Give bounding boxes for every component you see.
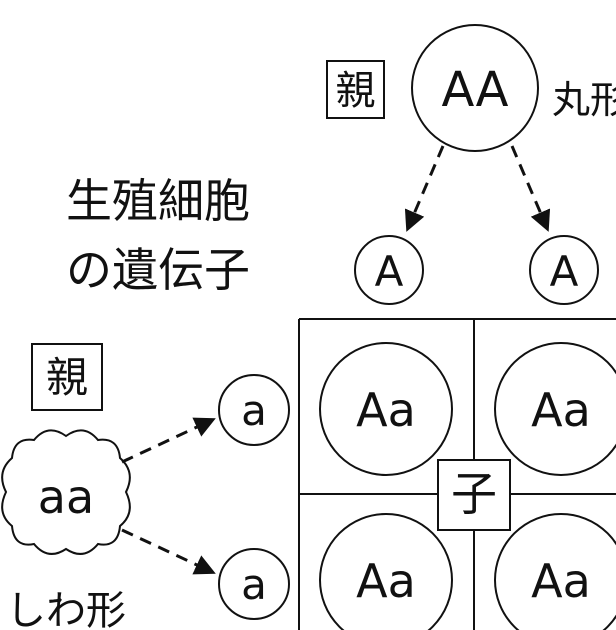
gamete-left-1-label: a [241, 386, 267, 435]
gamete-top-1-label: A [375, 247, 404, 296]
gamete-left-2-label: a [241, 560, 267, 609]
parent-left: 親 aa しわ形 [1, 343, 131, 630]
offspring-4-label: Aa [531, 554, 591, 608]
offspring-1-label: Aa [356, 383, 416, 437]
gamete-top-1: A [354, 235, 424, 305]
offspring-3-label: Aa [356, 554, 416, 608]
parent-left-phenotype: しわ形 [6, 588, 126, 630]
parent-top-genotype: AA [441, 62, 508, 118]
gamete-caption-line1: 生殖細胞 [66, 174, 250, 228]
parent-left-genotype: aa [38, 470, 94, 524]
gamete-top-2-label: A [550, 247, 579, 296]
parent-top-phenotype: 丸形 [552, 78, 616, 122]
gamete-top-2: A [529, 235, 599, 305]
arrow-left-lower [121, 528, 216, 575]
gamete-top-2-circle [529, 235, 599, 305]
parent-left-tag-box [31, 343, 103, 411]
offspring-4: Aa [494, 513, 616, 630]
parent-top-circle [411, 24, 539, 152]
gamete-left-2-circle [218, 548, 290, 620]
gamete-left-1: a [218, 374, 290, 446]
offspring-tag-box [437, 459, 511, 531]
offspring-3-circle [319, 513, 453, 630]
offspring-1: Aa [319, 342, 453, 476]
parent-top-tag-box [326, 60, 385, 119]
arrow-top-left [404, 145, 445, 232]
offspring-2: Aa [494, 342, 616, 476]
offspring-tag-label: 子 [451, 467, 497, 521]
offspring-4-circle [494, 513, 616, 630]
offspring-3: Aa [319, 513, 453, 630]
arrow-top-right [510, 145, 551, 232]
parent-top-tag: 親 [336, 68, 376, 114]
offspring-2-label: Aa [531, 383, 591, 437]
offspring-2-circle [494, 342, 616, 476]
gamete-top-1-circle [354, 235, 424, 305]
parent-left-tag: 親 [46, 353, 88, 402]
offspring-1-circle [319, 342, 453, 476]
gamete-left-1-circle [218, 374, 290, 446]
gamete-caption: 生殖細胞 の遺伝子 [66, 174, 250, 297]
gamete-left-2: a [218, 548, 290, 620]
parent-top: 親 AA 丸形 [326, 24, 616, 152]
arrow-left-upper [121, 417, 216, 464]
offspring-tag: 子 [437, 459, 511, 531]
parent-left-wrinkled-shape [1, 429, 131, 555]
gamete-caption-line2: の遺伝子 [66, 243, 250, 297]
